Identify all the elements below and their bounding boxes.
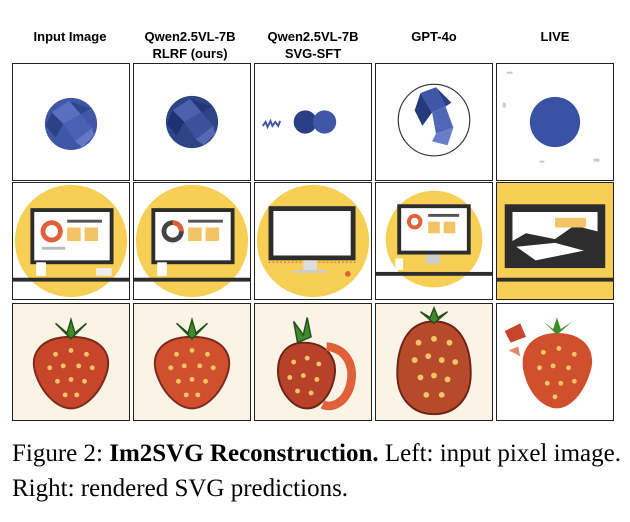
column-header-line1: Qwen2.5VL-7B [267,29,359,44]
cell-computer-rlrf [133,182,251,300]
cell-planet-input [12,63,130,181]
cell-planet-svg-sft [254,63,372,181]
strawberry-image [255,304,371,420]
strawberry-image [376,304,492,420]
cell-planet-live [496,63,614,181]
planet-image [165,95,219,149]
cell-strawberry-live [496,303,614,421]
cell-planet-gpt4o [375,63,493,181]
column-header-live: LIVE [495,28,615,45]
cell-strawberry-gpt4o [375,303,493,421]
caption-prefix: Figure 2: [12,440,103,467]
column-header-line1: Input Image [33,29,107,44]
caption-text: Left: input pixel image. Right: rendered… [12,440,621,502]
column-header-line2: RLRF (ours) [152,46,228,61]
strawberry-image [497,304,613,420]
computer-image [134,184,250,298]
column-header-input-image: Input Image [10,28,130,45]
column-header-line2: SVG-SFT [284,46,342,61]
figure-caption: Figure 2: Im2SVG Reconstruction. Left: i… [12,436,622,506]
column-header-line1: LIVE [540,29,570,44]
column-header-gpt4o: GPT-4o [374,28,494,45]
computer-image [497,183,613,299]
planet-image [502,71,600,163]
planet-image [261,110,337,134]
cell-computer-gpt4o [375,182,493,300]
column-header-rlrf: Qwen2.5VL-7B RLRF (ours) [130,28,250,62]
computer-image [256,184,370,298]
column-header-line1: GPT-4o [411,29,457,44]
planet-image [44,97,98,151]
cell-computer-input [12,182,130,300]
strawberry-image [13,304,129,420]
planet-image [397,83,471,157]
column-header-svg-sft: Qwen2.5VL-7B SVG-SFT [253,28,373,62]
cell-computer-live [496,182,614,300]
cell-strawberry-svg-sft [254,303,372,421]
cell-strawberry-rlrf [133,303,251,421]
computer-image [376,190,492,288]
computer-image [13,184,129,298]
strawberry-image [134,304,250,420]
cell-computer-svg-sft [254,182,372,300]
cell-strawberry-input [12,303,130,421]
cell-planet-rlrf [133,63,251,181]
column-header-line1: Qwen2.5VL-7B [144,29,236,44]
caption-title: Im2SVG Reconstruction. [109,440,379,467]
